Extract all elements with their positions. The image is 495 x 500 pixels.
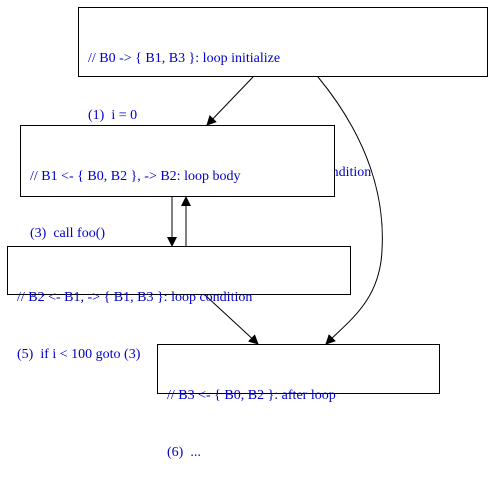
edge-b0-to-b3 — [317, 76, 383, 345]
node-b3-stmt-6: (6) ... — [167, 445, 201, 460]
node-b2-loop-condition: // B2 <- B1, -> { B1, B3 }: loop conditi… — [7, 246, 351, 362]
control-flow-diagram: // B0 -> { B1, B3 }: loop initialize (1)… — [7, 7, 488, 460]
node-b0-stmt-1: (1) i = 0 — [88, 108, 138, 123]
node-b1-loop-body: // B1 <- { B0, B2 }, -> B2: loop body (3… — [20, 125, 335, 298]
node-b3-after-loop: // B3 <- { B0, B2 }: after loop (6) ... — [157, 344, 440, 460]
edge-b0-to-b1 — [206, 76, 254, 126]
node-b3-comment: // B3 <- { B0, B2 }: after loop — [167, 388, 336, 403]
edges-layer — [167, 76, 383, 345]
edge-b2-to-b3 — [204, 294, 259, 345]
node-b0-loop-initialize: // B0 -> { B1, B3 }: loop initialize (1)… — [78, 7, 488, 180]
node-b2-stmt-5: (5) if i < 100 goto (3) — [17, 347, 141, 362]
node-b0-comment: // B0 -> { B1, B3 }: loop initialize — [88, 51, 281, 66]
node-b1-stmt-3: (3) call foo() — [30, 226, 106, 241]
node-b2-comment: // B2 <- B1, -> { B1, B3 }: loop conditi… — [17, 290, 253, 305]
node-b1-comment: // B1 <- { B0, B2 }, -> B2: loop body — [30, 169, 241, 184]
